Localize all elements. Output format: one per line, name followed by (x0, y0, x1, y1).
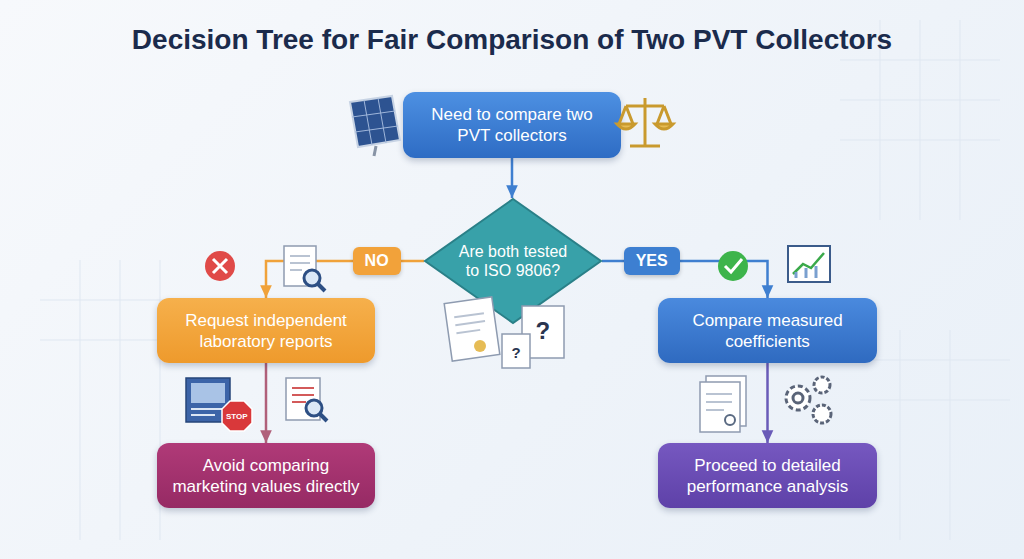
icon-label: ? (512, 344, 521, 361)
outcome-box: Proceed to detailed performance analysis (658, 443, 877, 508)
node-text-group: Compare measured coefficients (673, 310, 863, 352)
document-search-icon (286, 378, 327, 421)
node-text-group: Avoid comparing marketing values directl… (171, 455, 361, 497)
node-text-group: Need to compare two PVT collectors (417, 104, 607, 146)
edge-label: YES (624, 247, 680, 275)
node-text: Need to compare two PVT collectors (417, 104, 607, 146)
node-text-group: Proceed to detailed performance analysis (673, 455, 863, 497)
node-text: Are both tested to ISO 9806? (453, 242, 573, 280)
icon-label: STOP (226, 412, 248, 421)
gears-icon (786, 377, 831, 423)
connector-line (766, 363, 769, 443)
start-box: Need to compare two PVT collectors (403, 92, 621, 158)
icon-label: ? (536, 317, 551, 345)
connector-line (511, 158, 514, 198)
process-box: Request independent laboratory reports (157, 298, 375, 363)
accept-icon (718, 251, 748, 281)
node-text: Proceed to detailed performance analysis (673, 455, 863, 497)
node-text-group: Request independent laboratory reports (171, 310, 361, 352)
outcome-box: Avoid comparing marketing values directl… (157, 443, 375, 508)
edge-label: NO (353, 247, 401, 275)
decision-diamond: Are both tested to ISO 9806? (424, 198, 602, 324)
connector-line (265, 363, 268, 443)
node-text: Avoid comparing marketing values directl… (171, 455, 361, 497)
document-search-icon (284, 246, 325, 291)
report-icon (700, 376, 746, 432)
node-text: Request independent laboratory reports (171, 310, 361, 352)
stop-sign-icon (222, 401, 252, 431)
diamond-fill (425, 199, 601, 323)
diamond-outline (424, 198, 602, 324)
balance-scale-icon (617, 98, 673, 146)
brochure-icon (186, 378, 230, 422)
node-text: Compare measured coefficients (673, 310, 863, 352)
solar-panel-icon (350, 96, 400, 156)
node-text-group: Are both tested to ISO 9806? (453, 242, 573, 280)
diagram-title: Decision Tree for Fair Comparison of Two… (0, 24, 1024, 56)
chart-icon (788, 246, 830, 282)
reject-icon (205, 251, 235, 281)
process-box: Compare measured coefficients (658, 298, 877, 363)
